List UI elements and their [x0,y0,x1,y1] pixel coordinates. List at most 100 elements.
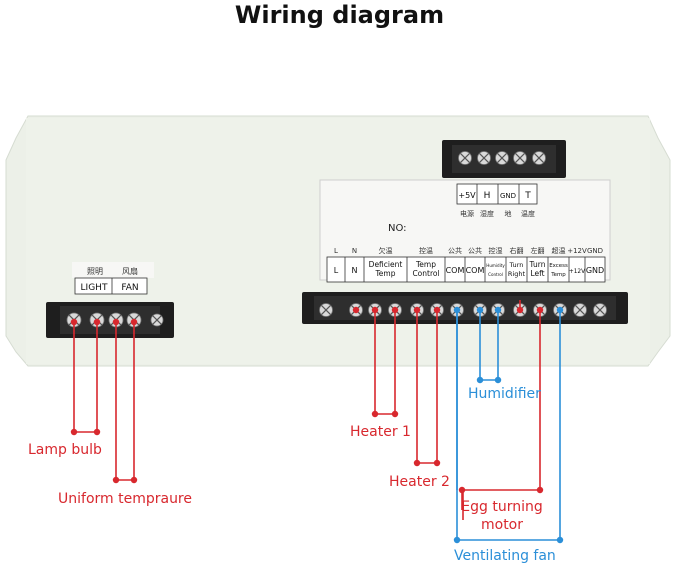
main-cn-label: 公共 [468,246,482,255]
top-terminal-screw [513,151,527,165]
top-cn-humidity: 湿度 [480,209,494,218]
left-label-fan: FAN [121,283,138,293]
callout-humidifier: Humidifier [468,386,541,402]
main-cn-label: L [334,247,338,255]
left-cn-fan: 风扇 [122,266,138,276]
top-label-t: T [524,191,531,201]
terminal-dot [391,306,399,314]
diagram-title: Wiring diagram [234,1,445,29]
junction-dot [458,486,466,494]
terminal-dot [536,306,544,314]
callout-lamp-bulb: Lamp bulb [28,442,102,458]
no-label: NO: [388,223,407,234]
callout-uniform-temperature: Uniform tempraure [58,491,192,507]
main-cn-label: +12V [567,247,587,255]
main-cn-label: 欠温 [379,246,393,255]
top-label-table: +5V H GND T 电源 湿度 地 温度 [456,183,538,218]
main-label: +12V [569,269,585,275]
top-terminal-screw [532,151,546,165]
left-terminal-block [46,302,174,338]
main-label: COM [446,266,465,275]
main-cn-label: GND [587,247,603,255]
main-label: Right [508,270,526,278]
left-cn-light: 照明 [87,267,103,276]
top-terminal-screw [495,151,509,165]
terminal-dot [476,306,484,314]
callout-heater-1: Heater 1 [350,424,411,440]
callout-egg-turning: Egg turning [461,499,542,515]
top-label-5v: +5V [458,191,476,200]
terminal-dot [93,318,101,326]
wire-ventilating-fan [456,310,561,541]
terminal-dot [371,306,379,314]
junction-dot [112,476,120,484]
main-cn-label: 左翻 [531,246,545,255]
main-cn-label: 右翻 [510,246,524,255]
wire-heater-2 [416,310,438,464]
left-terminal-screw [150,313,164,327]
main-terminal-screw [319,303,333,317]
terminal-dot [494,306,502,314]
main-cn-label: 控温 [419,246,433,255]
main-label: Deficient [369,260,403,269]
junction-dot [70,428,78,436]
main-label: COM [466,266,485,275]
top-cn-power: 电源 [460,209,474,218]
callout-ventilating-fan: Ventilating fan [454,548,556,564]
main-label: Temp [375,269,396,278]
main-label: L [334,266,339,275]
junction-dot [130,476,138,484]
junction-dot [494,376,502,384]
terminal-dot [112,318,120,326]
main-label: N [352,266,358,275]
wire-humidifier [479,310,499,381]
main-label: Control [412,269,439,278]
junction-dot [391,410,399,418]
junction-dot [476,376,484,384]
callout-heater-2: Heater 2 [389,474,450,490]
wire-uniform-temperature [115,322,135,481]
main-label: GND [586,266,604,275]
main-label: Temp [550,272,566,278]
wire-lamp-bulb [73,322,98,433]
top-label-h: H [484,191,491,201]
terminal-dot [556,306,564,314]
main-cn-label: N [352,247,357,255]
wire-heater-1 [374,310,396,415]
main-label: Turn [529,260,546,269]
terminal-dot [352,306,360,314]
main-label: Turn [509,261,524,269]
main-cn-label: 超温 [552,246,566,255]
top-terminal-block [442,140,566,178]
top-terminal-screw [477,151,491,165]
callout-egg-turning-motor: motor [481,517,523,533]
main-terminal-screw [573,303,587,317]
terminal-dot [433,306,441,314]
junction-dot [433,459,441,467]
terminal-dot [130,318,138,326]
terminal-dot [453,306,461,314]
main-label: Excess [549,263,568,269]
main-label: Control [488,272,503,277]
main-terminal-screw [593,303,607,317]
junction-dot [413,459,421,467]
main-cn-label: 公共 [448,246,462,255]
main-label-table: LLNN欠温DeficientTemp控温TempControl公共COM公共C… [326,246,606,283]
top-terminal-screw [458,151,472,165]
top-cn-ground: 地 [505,209,512,218]
main-terminal-block [302,292,628,324]
junction-dot [536,486,544,494]
junction-dot [453,536,461,544]
wires [70,300,564,544]
junction-dot [556,536,564,544]
main-cn-label: 控湿 [489,246,503,255]
junction-dot [371,410,379,418]
terminal-dot [70,318,78,326]
junction-dot [93,428,101,436]
top-cn-temp: 温度 [521,209,535,218]
main-label: Left [530,269,544,278]
left-label-light: LIGHT [81,283,108,293]
terminal-dot [413,306,421,314]
main-label: Humidity [486,263,505,268]
